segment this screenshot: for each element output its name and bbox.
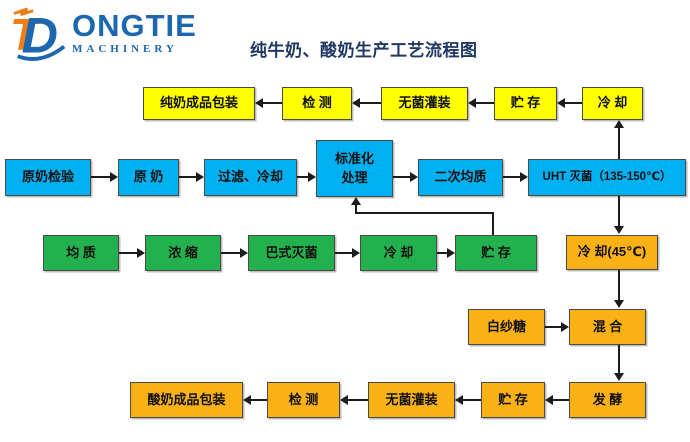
flow-arrow — [468, 99, 494, 107]
node-raw-milk-inspection: 原奶检验 — [5, 159, 91, 196]
flow-arrow-down — [614, 270, 623, 308]
node-yogurt-packaging: 酸奶成品包装 — [130, 382, 243, 418]
flow-arrow — [297, 173, 316, 181]
logo: T D ONGTIE MACHINERY — [8, 4, 197, 62]
node-concentration: 浓 缩 — [145, 235, 221, 271]
flow-arrow-up — [614, 120, 623, 159]
flow-arrow — [179, 173, 204, 181]
flow-arrow — [91, 173, 118, 181]
flow-arrow-down — [614, 345, 623, 381]
flow-arrow-down — [614, 196, 623, 234]
node-uht-sterilization: UHT 灭菌（135-150℃） — [528, 159, 686, 196]
flow-arrow — [545, 396, 569, 404]
node-storage-1: 贮 存 — [494, 87, 557, 120]
node-aseptic-filling-1: 无菌灌装 — [381, 87, 468, 120]
flow-arrow — [221, 249, 248, 257]
node-storage-2: 贮 存 — [455, 235, 537, 271]
flow-arrow — [119, 249, 145, 257]
page-title: 纯牛奶、酸奶生产工艺流程图 — [250, 41, 478, 60]
flow-arrow — [352, 99, 381, 107]
flow-arrow — [243, 396, 267, 404]
node-cooling-2: 冷 却 — [360, 235, 437, 271]
flow-arrow — [340, 396, 368, 404]
flow-arrow — [455, 396, 481, 404]
node-aseptic-filling-2: 无菌灌装 — [368, 382, 455, 418]
node-storage-3: 贮 存 — [481, 382, 545, 418]
elbow-segment — [355, 212, 493, 214]
node-mixing: 混 合 — [569, 309, 646, 345]
node-filter-cooling: 过滤、冷却 — [204, 159, 297, 196]
flow-arrow — [255, 99, 282, 107]
node-cooling-1: 冷 却 — [582, 87, 643, 120]
node-cooling-45c: 冷 却(45℃) — [566, 235, 658, 270]
flow-arrow — [545, 323, 569, 331]
node-inspection-1: 检 测 — [282, 87, 352, 120]
node-fermentation: 发 酵 — [569, 382, 646, 418]
node-secondary-homogenization: 二次均质 — [418, 159, 503, 196]
node-pure-milk-packaging: 纯奶成品包装 — [143, 87, 255, 120]
node-standardization: 标准化 处理 — [316, 140, 393, 197]
node-homogenization: 均 质 — [43, 235, 119, 271]
flow-arrow — [393, 173, 418, 181]
logo-text: ONGTIE MACHINERY — [72, 8, 197, 55]
logo-emblem-icon: T D — [10, 7, 66, 62]
flow-arrow — [557, 99, 582, 107]
logo-brand: ONGTIE — [72, 8, 197, 43]
flow-arrow — [503, 173, 528, 181]
node-raw-milk: 原 奶 — [118, 159, 179, 196]
svg-text:T: T — [10, 10, 41, 59]
node-pasteurization: 巴式灭菌 — [248, 235, 335, 271]
flow-arrow-up — [351, 197, 360, 213]
flow-arrow — [335, 249, 360, 257]
elbow-segment — [492, 212, 494, 235]
flow-arrow — [437, 249, 455, 257]
node-inspection-2: 检 测 — [267, 382, 340, 418]
node-white-sugar: 白纱糖 — [468, 309, 545, 345]
logo-subtitle: MACHINERY — [72, 43, 178, 55]
